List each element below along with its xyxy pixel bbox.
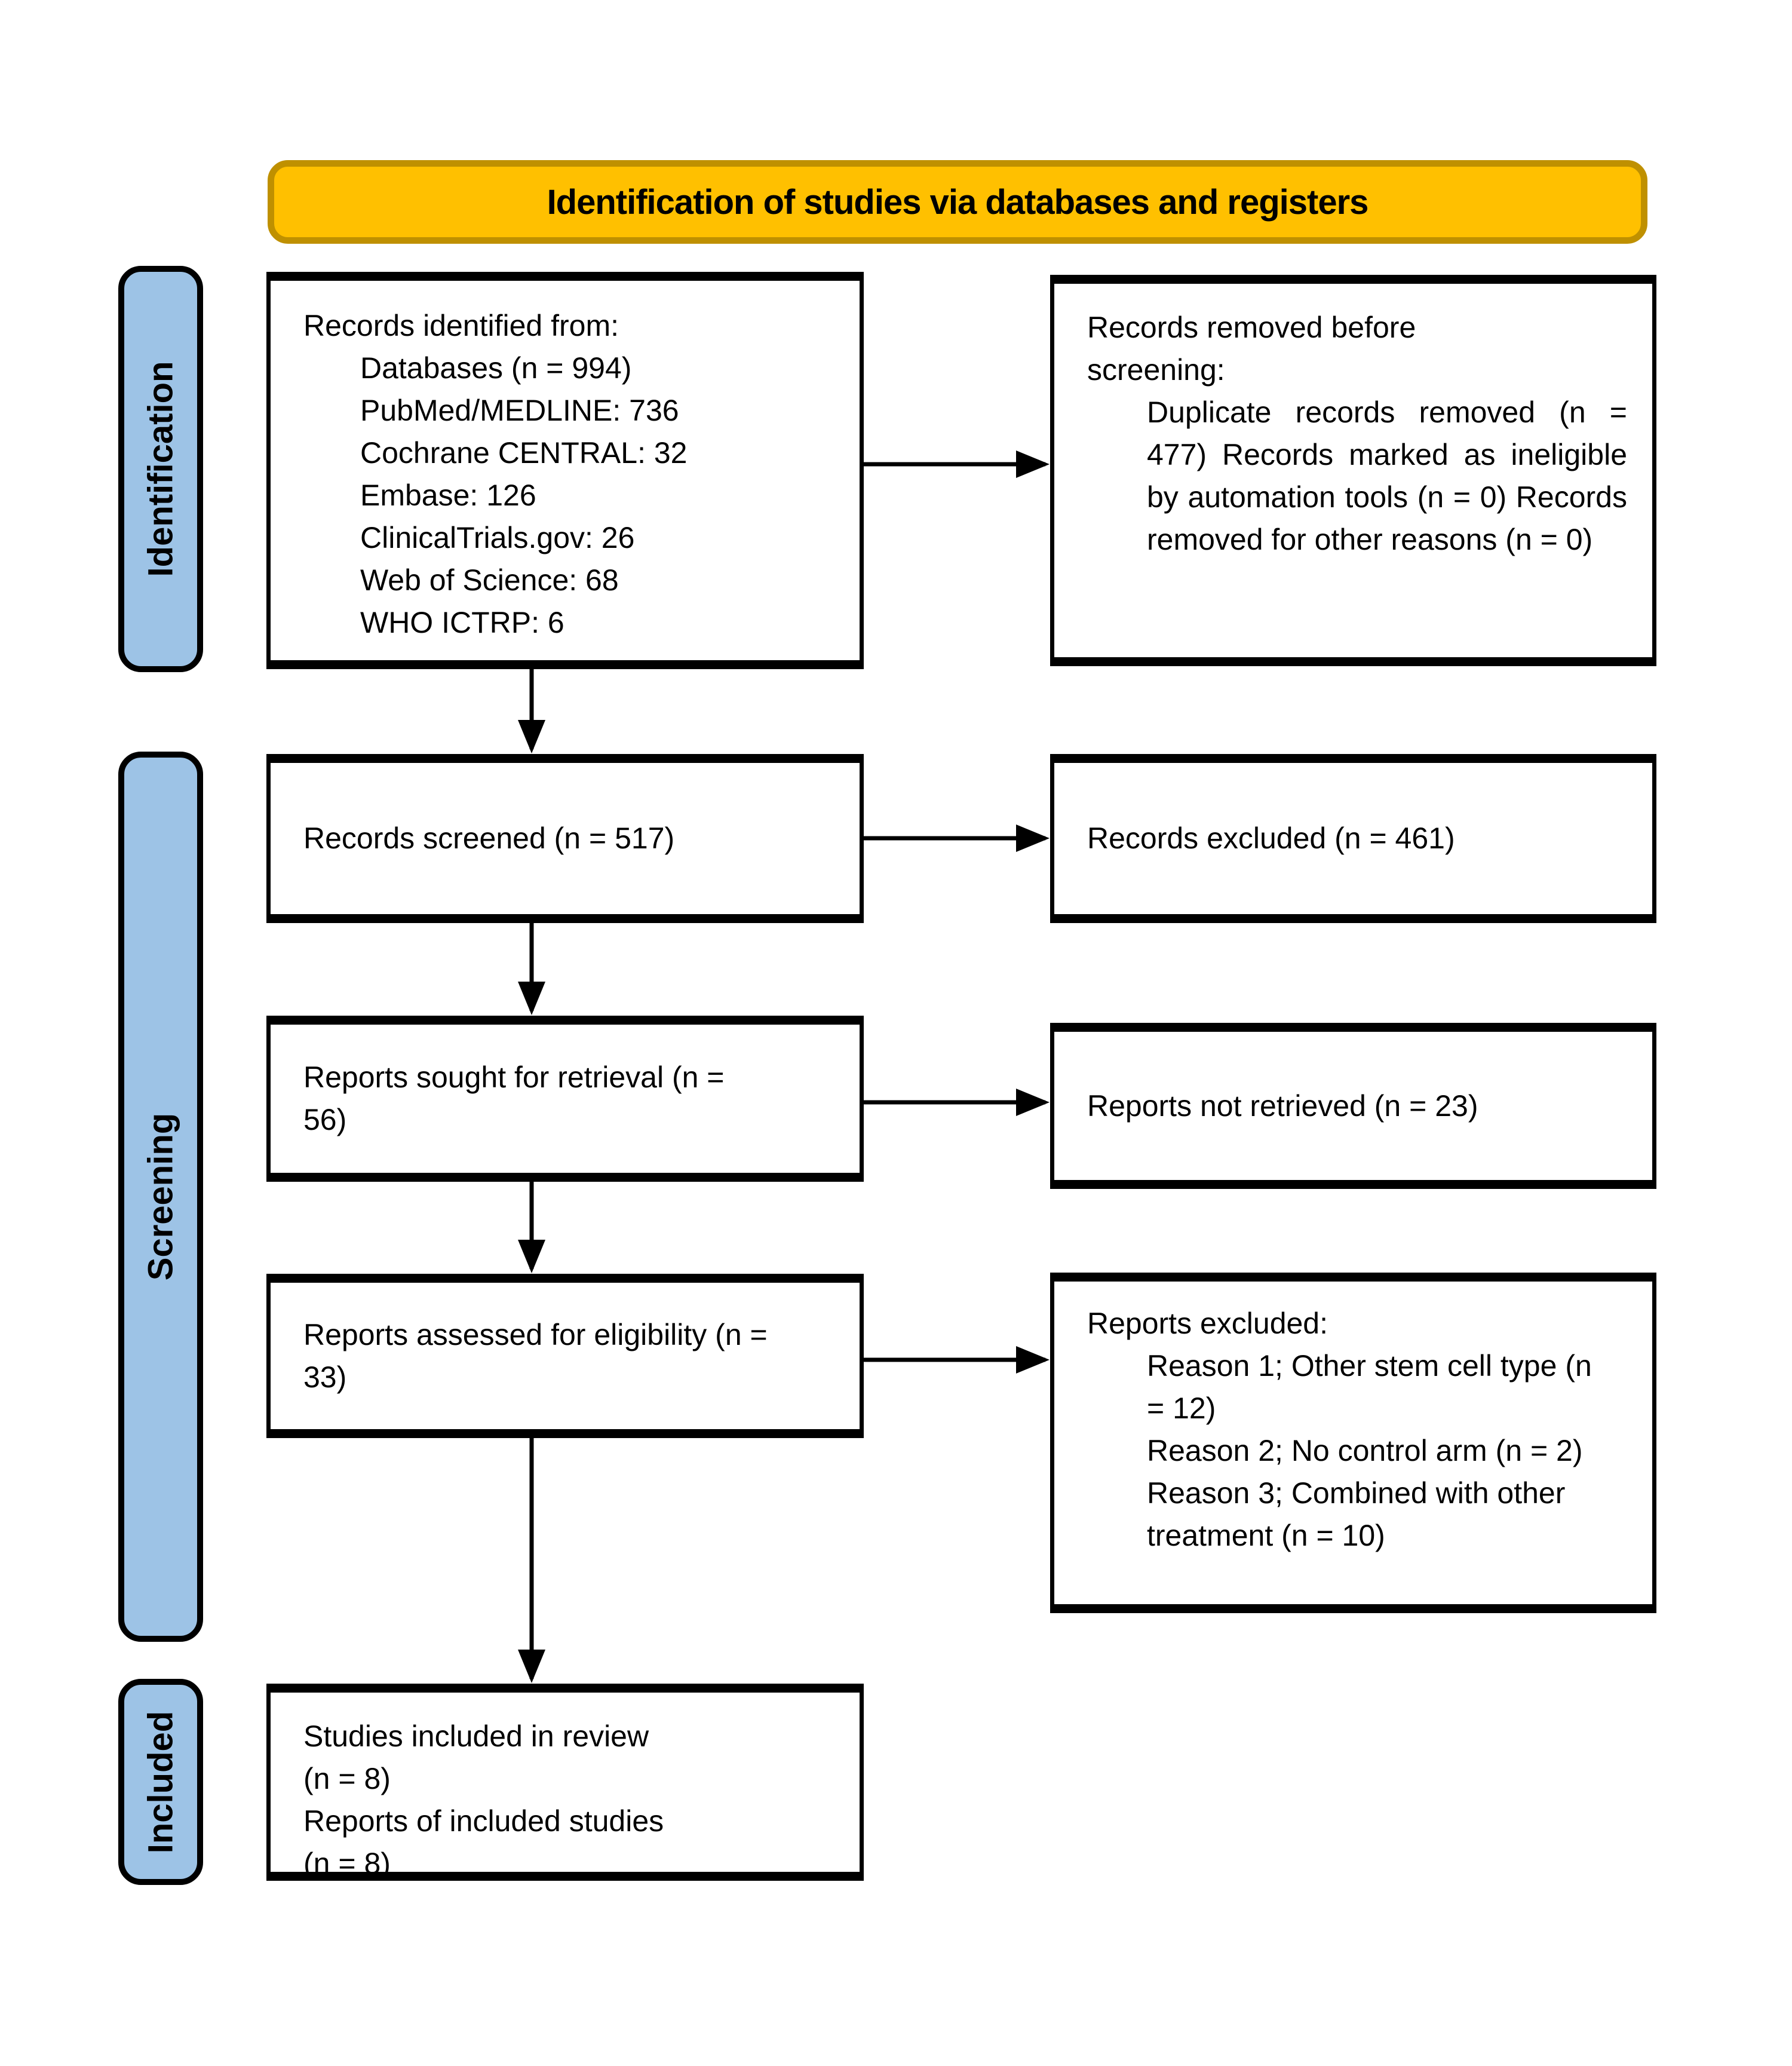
header-title: Identification of studies via databases … (547, 182, 1369, 222)
records-removed-title: Records removed before screening: (1087, 311, 1416, 387)
reports-excluded-reason: Reason 3; Combined with other treatment … (1147, 1476, 1566, 1552)
records-excluded-box: Records excluded (n = 461) (1050, 754, 1656, 923)
stage-label-included-text: Included (141, 1711, 180, 1853)
records-identified-box: Records identified from: Databases (n = … (266, 272, 864, 669)
records-identified-item: Cochrane CENTRAL: 32 (360, 436, 688, 470)
studies-included-line: Studies included in review (303, 1719, 649, 1753)
reports-excluded-reason: Reason 2; No control arm (n = 2) (1147, 1434, 1583, 1467)
studies-included-line: (n = 8) (303, 1762, 391, 1795)
stage-label-screening-text: Screening (141, 1112, 180, 1281)
records-excluded-text: Records excluded (n = 461) (1087, 822, 1455, 855)
reports-excluded-reason: Reason 1; Other stem cell type (n = 12) (1147, 1349, 1592, 1425)
reports-not-retrieved-text: Reports not retrieved (n = 23) (1087, 1089, 1478, 1123)
reports-sought-text: Reports sought for retrieval (n = 56) (303, 1060, 725, 1136)
reports-sought-box: Reports sought for retrieval (n = 56) (266, 1016, 864, 1182)
records-screened-box: Records screened (n = 517) (266, 754, 864, 923)
records-removed-details: Duplicate records removed (n = 477) Reco… (1147, 396, 1627, 556)
records-identified-item: Web of Science: 68 (360, 563, 619, 597)
records-identified-item: ClinicalTrials.gov: 26 (360, 521, 635, 554)
records-identified-item: WHO ICTRP: 6 (360, 606, 564, 639)
header-banner: Identification of studies via databases … (268, 160, 1647, 244)
stage-label-screening: Screening (118, 752, 203, 1642)
reports-excluded-title: Reports excluded: (1087, 1307, 1328, 1340)
studies-included-box: Studies included in review (n = 8) Repor… (266, 1684, 864, 1881)
studies-included-line: (n = 8) (303, 1847, 391, 1880)
records-identified-item: Embase: 126 (360, 479, 536, 512)
records-identified-item: Databases (n = 994) (360, 351, 632, 385)
reports-excluded-box: Reports excluded: Reason 1; Other stem c… (1050, 1273, 1656, 1613)
records-removed-box: Records removed before screening: Duplic… (1050, 275, 1656, 666)
records-identified-item: PubMed/MEDLINE: 736 (360, 394, 679, 427)
studies-included-line: Reports of included studies (303, 1804, 664, 1838)
reports-assessed-box: Reports assessed for eligibility (n = 33… (266, 1274, 864, 1438)
reports-not-retrieved-box: Reports not retrieved (n = 23) (1050, 1023, 1656, 1189)
records-identified-title: Records identified from: (303, 309, 619, 342)
stage-label-identification-text: Identification (141, 361, 180, 577)
stage-label-identification: Identification (118, 266, 203, 672)
records-screened-text: Records screened (n = 517) (303, 822, 675, 855)
reports-assessed-text: Reports assessed for eligibility (n = 33… (303, 1317, 768, 1394)
stage-label-included: Included (118, 1679, 203, 1885)
